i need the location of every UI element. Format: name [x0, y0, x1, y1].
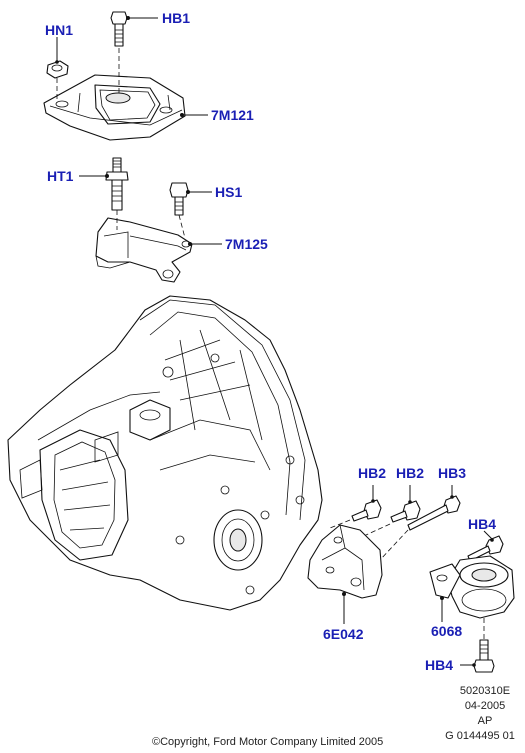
mount-7m125 [95, 217, 193, 283]
bolt-hb3 [407, 495, 461, 531]
transmission-housing [7, 295, 323, 611]
bolt-hb1-top [110, 11, 128, 47]
callout-6068: 6068 [431, 623, 463, 639]
callout-hb1: HB1 [162, 10, 191, 26]
callout-hb3: HB3 [438, 465, 467, 481]
bolt-hb4-upper [467, 535, 504, 562]
callout-7m125: 7M125 [225, 236, 268, 252]
callout-ht1: HT1 [47, 168, 74, 184]
nut-hn1 [46, 60, 69, 79]
callout-hs1: HS1 [215, 184, 243, 200]
bolt-hb4-lower [473, 639, 495, 673]
bolt-hs1 [169, 182, 189, 216]
callout-hn1: HN1 [45, 22, 74, 38]
mount-7m121 [43, 74, 186, 141]
reference-date: 04-2005 [464, 700, 506, 712]
callout-hb4-upper: HB4 [468, 516, 497, 532]
stud-ht1 [105, 157, 129, 211]
reference-graphic-id: G 0144495 01 [445, 730, 515, 742]
callout-7m121: 7M121 [211, 107, 254, 123]
callout-hb2-b: HB2 [396, 465, 425, 481]
callout-6e042: 6E042 [323, 626, 364, 642]
copyright-notice: ©Copyright, Ford Motor Company Limited 2… [152, 736, 384, 748]
reference-code: 5020310E [459, 685, 511, 697]
bolt-hb2-a [351, 499, 382, 522]
reference-region: AP [477, 715, 493, 727]
bracket-6e042 [307, 524, 383, 599]
callout-hb4-lower: HB4 [425, 657, 454, 673]
callout-hb2-a: HB2 [358, 465, 387, 481]
mount-6068 [429, 555, 515, 619]
bolt-hb2-b [390, 500, 421, 523]
